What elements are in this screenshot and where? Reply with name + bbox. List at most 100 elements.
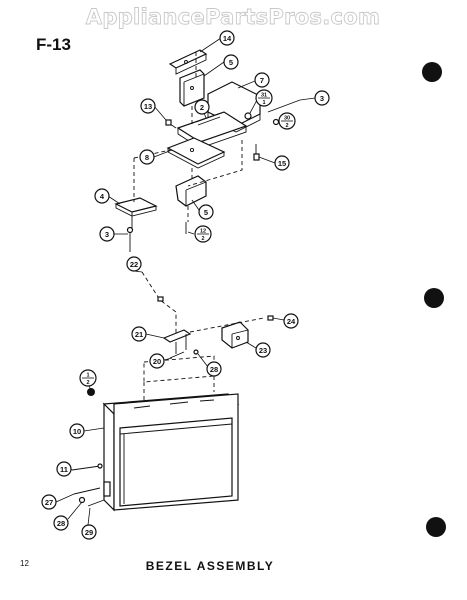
part-5-upper-hole [190,86,194,90]
bezel-opening [119,417,233,507]
part-5-upper-bracket-edge [183,73,205,106]
leader-15 [258,156,276,164]
part-29-screw [87,499,105,507]
svg-text:15: 15 [278,159,286,168]
leader-24 [272,317,285,321]
part-7-plate-edge [207,112,261,133]
leader-1 [88,385,92,391]
leader-28a [197,353,209,368]
callout-14: 14 [219,30,235,46]
figure-id: F-13 [36,35,71,54]
part-2-pin-edge [197,116,221,126]
leader-31 [249,99,258,114]
leader-8 [153,149,173,158]
part-2-pin [195,113,219,123]
bezel-inner-lip [119,423,233,435]
callout-8: 8 [139,149,155,165]
svg-text:3: 3 [105,230,109,239]
svg-text:20: 20 [153,357,161,366]
callout-20: 20 [149,353,165,369]
part-23-bracket-edge [231,329,249,348]
part-27-screw [73,487,101,495]
callout-5b: 5 [198,204,214,220]
svg-text:28: 28 [57,519,65,528]
svg-text:28: 28 [210,365,218,374]
leader-20 [163,357,173,361]
leader-10 [83,427,105,432]
svg-text:1: 1 [262,100,265,106]
callout-3b: 3 [99,226,115,242]
callout-31-1: 311 [255,89,273,107]
part-22-fastener [157,296,164,302]
leader-28b [67,501,83,520]
part-8-plate-edge [167,148,225,169]
diagram-caption: BEZEL ASSEMBLY [146,559,275,573]
part-11-screw [71,465,101,471]
callout-21: 21 [131,326,147,342]
part-13-screw-head [165,119,172,126]
assembly-line-6 [187,140,243,187]
assembly-line-8 [141,271,177,340]
svg-text:12: 12 [200,229,206,235]
leader-5b [191,199,200,211]
part-8-hole [189,147,195,153]
callout-11: 11 [56,461,72,477]
part-21-link [162,329,192,343]
callout-2: 2 [194,99,210,115]
callout-15: 15 [274,155,290,171]
callouts: 14 5 7 311 3 13 2 302 8 15 4 5 3 122 22 … [41,30,330,540]
callout-27: 27 [41,494,57,510]
svg-text:22: 22 [130,260,138,269]
bezel-frame-part-10 [102,393,240,512]
svg-text:23: 23 [259,346,267,355]
callout-28a: 28 [206,361,222,377]
watermark: AppliancePartsPros.com [86,5,380,29]
svg-text:7: 7 [260,76,264,85]
part-31-washer [244,112,252,120]
part-3-screw-upper [267,99,301,113]
part-15-fastener [253,153,260,161]
leader-27 [55,493,75,503]
svg-text:31: 31 [261,93,267,99]
svg-text:21: 21 [135,330,143,339]
part-28-washer-lower [78,496,86,504]
svg-text:24: 24 [287,317,296,326]
assembly-line-5 [133,149,171,159]
callout-4: 4 [94,188,110,204]
leader-14 [199,37,222,53]
part-30-nut [272,118,280,126]
callout-30-2: 302 [278,112,296,130]
svg-text:2: 2 [285,123,288,129]
svg-text:29: 29 [85,528,93,537]
svg-text:13: 13 [144,102,152,111]
page-number: 12 [20,559,29,568]
bottom-fasteners [71,388,111,507]
part-23-bracket [221,321,249,349]
callout-29: 29 [81,524,97,540]
leader-29 [87,507,91,526]
part-5-upper-bracket [179,69,205,107]
leader-23 [245,341,257,349]
svg-text:2: 2 [86,380,89,386]
part-21-posts [175,334,187,354]
binder-hole-bottom [426,517,446,537]
svg-text:5: 5 [204,208,208,217]
part-5-lower-bracket-edge [185,181,207,206]
leader-3a [299,97,316,101]
part-1-knob [87,388,95,396]
part-14-hole [184,60,188,64]
svg-text:14: 14 [223,34,232,43]
assembly-line-9 [189,317,265,333]
svg-text:10: 10 [73,427,81,436]
leader-13 [153,105,167,121]
svg-text:5: 5 [229,58,233,67]
part-20-screw [169,351,185,359]
svg-text:8: 8 [145,153,149,162]
svg-text:3: 3 [320,94,324,103]
part-14-bracket-edge [175,54,207,75]
callout-23: 23 [255,342,271,358]
callout-1-2: 12 [79,369,97,387]
callout-24: 24 [283,313,299,329]
part-23-hole [236,336,240,340]
